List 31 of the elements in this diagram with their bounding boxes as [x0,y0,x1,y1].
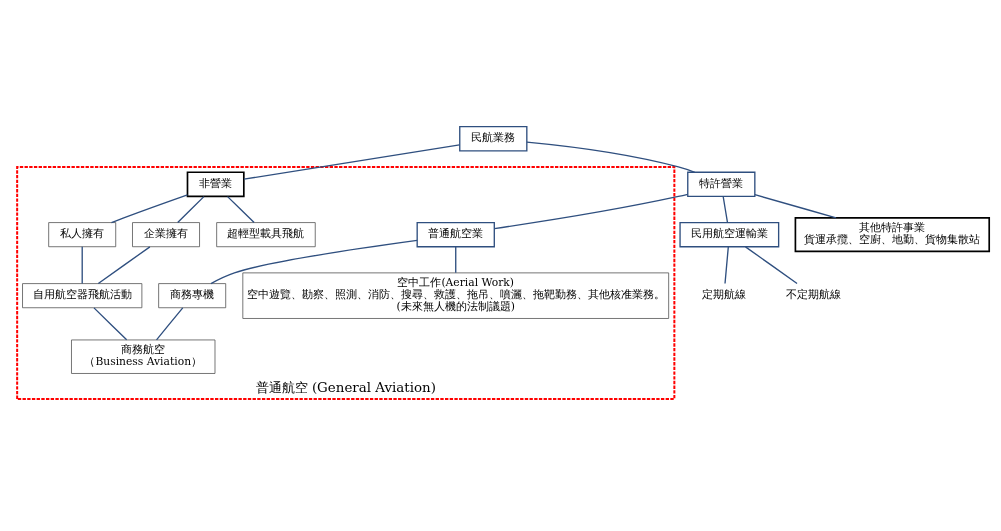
node-box: 企業擁有 [132,222,200,248]
connector [93,307,128,341]
connector [493,193,689,230]
node-box: 空中工作(Aerial Work) 空中遊覽、勘察、照測、消防、搜尋、救護、拖吊、噴灑、拖靶勤務、其他核准業務。 (未來無人機的法制議題) [242,272,670,319]
connector [110,194,189,224]
node-box: 非營業 [186,171,245,198]
node-box: 自用航空器飛航活動 [22,283,143,309]
connector [744,246,798,285]
connector [81,246,83,285]
node-box: 民用航空運輸業 [679,221,780,248]
connector [754,193,837,219]
connector [155,307,184,341]
connector [97,246,151,285]
node-box: 私人擁有 [48,222,117,248]
connector [455,246,457,274]
connector [722,195,729,224]
connector [210,239,418,285]
node-box: 民航業務 [459,126,528,152]
node-box: 超輕型載具飛航 [216,222,316,248]
connector [226,195,255,224]
connector [177,195,205,224]
node-text: 不定期航線 [785,288,841,302]
node-box: 其他特許事業 貨運承攬、空廚、地勤、貨物集散站 [794,217,991,253]
connector [724,246,729,285]
connector [526,141,696,173]
node-box: 商務航空 （Business Aviation） [71,339,216,374]
node-box: 商務專機 [158,283,227,309]
node-box: 特許營業 [687,171,756,198]
node-box: 普通航空業 [416,221,495,248]
node-text: 定期航線 [701,288,746,302]
connector [243,144,461,180]
